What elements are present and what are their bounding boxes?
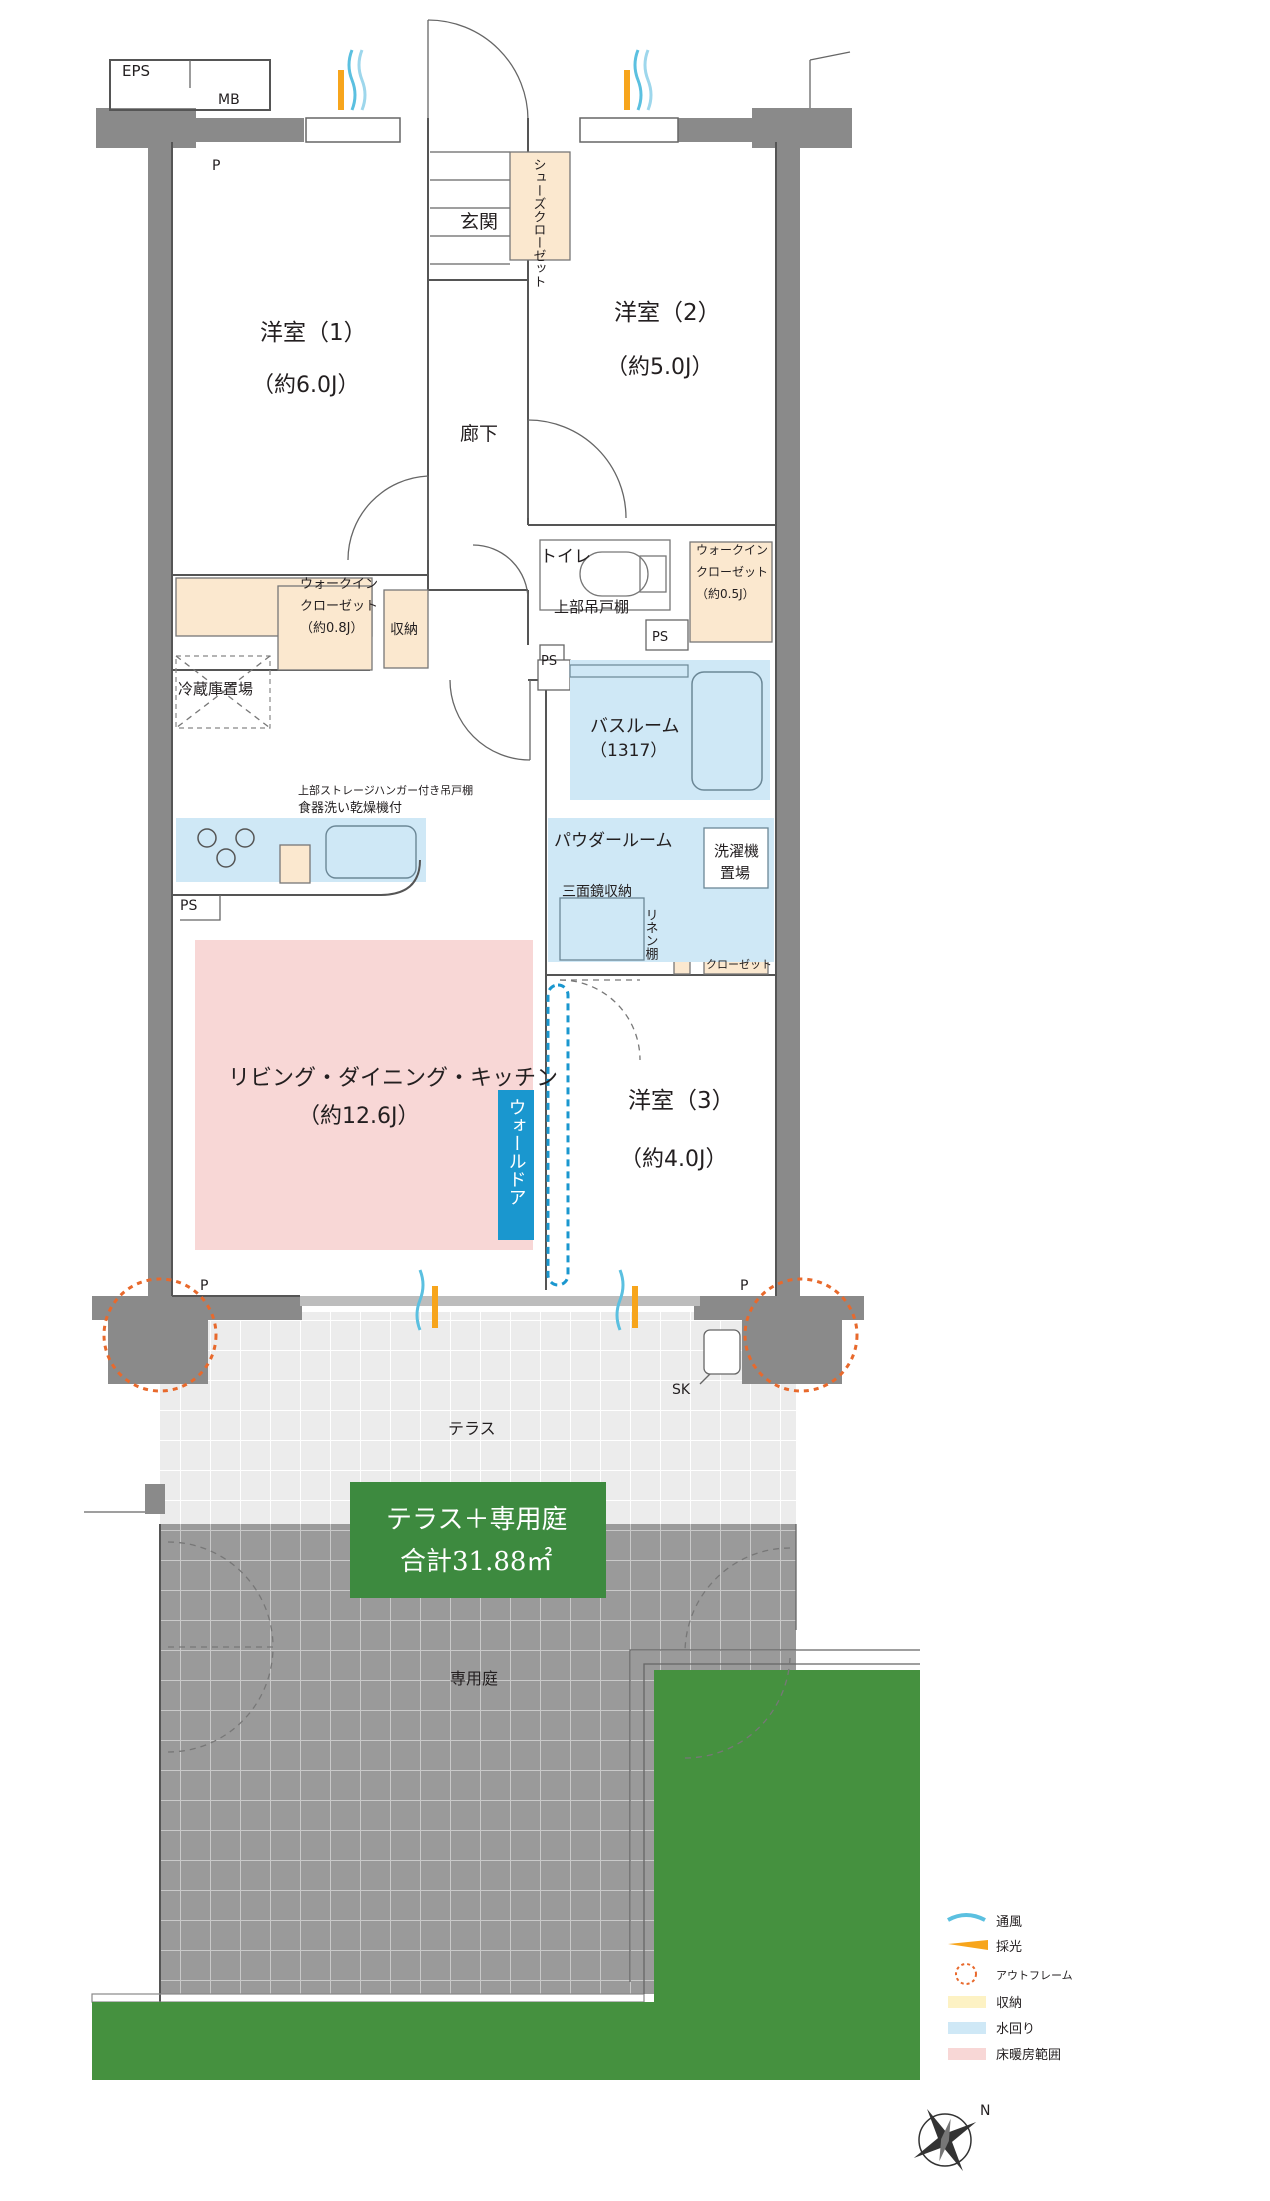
walk-in-closet-2	[689, 541, 773, 643]
wic1-line3: （約0.8J）	[300, 621, 364, 636]
ventilation-arrow-top-right	[624, 49, 653, 111]
legend-water: 水回り	[996, 2022, 1035, 2037]
p-marker: P	[212, 158, 220, 174]
kitchen-note2: 食器洗い乾燥機付	[298, 800, 402, 816]
washer-line2: 置場	[720, 864, 750, 882]
water-swatch	[948, 2022, 986, 2034]
daylight-icon	[948, 1940, 988, 1950]
washer-space	[703, 827, 769, 889]
western2-size: （約5.0J）	[606, 355, 713, 380]
legend-daylight: 採光	[996, 1940, 1022, 1955]
linen-label: リネン棚	[643, 908, 659, 960]
storage-closet	[383, 589, 429, 669]
corridor-label: 廊下	[460, 423, 498, 445]
legend-storage: 収納	[996, 1996, 1022, 2011]
outframe-right	[743, 1277, 859, 1393]
bathroom-area	[570, 660, 770, 800]
upper-cabinet-label: 上部吊戸棚	[554, 598, 629, 616]
ps-marker-toilet: PS	[652, 630, 668, 645]
ventilation-icon	[947, 1913, 986, 1922]
wic2-line3: （約0.5J）	[696, 586, 755, 601]
wall-door-label: ウォールドア	[506, 1098, 527, 1206]
legend	[947, 1913, 988, 2060]
ldk-floor-heating	[195, 940, 533, 1250]
powder-room-label: パウダールーム	[554, 831, 673, 851]
ventilation-arrow-top-left	[338, 49, 367, 111]
ventilation-arrow-bottom-right	[615, 1269, 638, 1331]
p-marker-room3: P	[740, 1278, 748, 1294]
garden-edge	[91, 1993, 645, 2003]
mb-label: MB	[218, 92, 240, 108]
left-wall	[148, 140, 172, 1296]
toilet-label: トイレ	[540, 547, 591, 567]
area-badge-line1: テラス＋専用庭	[386, 1505, 567, 1535]
western3-name: 洋室（3）	[628, 1088, 735, 1114]
bathroom-name: バスルーム	[590, 716, 679, 737]
floor-heating-swatch	[948, 2048, 986, 2060]
sk-marker: SK	[672, 1382, 691, 1398]
shoe-closet-label: シューズクローゼット	[531, 158, 547, 288]
western1-size: （約6.0J）	[252, 373, 359, 398]
storage-swatch	[948, 1996, 986, 2008]
legend-floor-heating: 床暖房範囲	[996, 2047, 1061, 2063]
bathroom-size: （1317）	[590, 741, 667, 761]
ps-marker-hall: PS	[541, 654, 557, 669]
closet-label: クローゼット	[706, 958, 772, 971]
eps-label: EPS	[122, 62, 150, 80]
storage-label: 収納	[390, 622, 418, 638]
p-marker-ldk: P	[200, 1278, 208, 1294]
wall-door-outline	[546, 983, 570, 1287]
kitchen-note1: 上部ストレージハンガー付き吊戸棚	[298, 783, 473, 797]
wic1-line1: ウォークイン	[300, 577, 378, 592]
area-badge	[350, 1482, 606, 1598]
mirror-label: 三面鏡収納	[562, 884, 632, 900]
western1-name: 洋室（1）	[260, 320, 367, 346]
western2-name: 洋室（2）	[614, 300, 721, 326]
terrace-label: テラス	[448, 1419, 496, 1438]
outframe-icon	[955, 1963, 977, 1985]
lawn-area	[92, 1670, 920, 2080]
western3-size: （約4.0J）	[620, 1147, 727, 1172]
fridge-label: 冷蔵庫置場	[178, 680, 253, 698]
sk-sink	[703, 1329, 741, 1375]
garden-label: 専用庭	[450, 1669, 498, 1688]
fridge-space	[175, 655, 271, 729]
wic2-line2: クローゼット	[696, 565, 768, 579]
wall-door-tag	[498, 1090, 534, 1240]
shoe-closet	[509, 151, 571, 261]
legend-ventilation: 通風	[996, 1915, 1022, 1930]
wic2-line1: ウォークイン	[696, 543, 768, 557]
area-badge-line2: 合計31.88㎡	[400, 1547, 552, 1577]
lawn-border	[629, 1649, 920, 1982]
washer-line1: 洗濯機	[714, 842, 759, 860]
compass	[913, 2108, 977, 2172]
garden-post	[145, 1484, 165, 1514]
ldk-name: リビング・ダイニング・キッチン	[228, 1066, 558, 1091]
ldk-size: （約12.6J）	[298, 1104, 419, 1129]
legend-outframe: アウトフレーム	[996, 1969, 1073, 1982]
compass-north-label: N	[980, 2103, 990, 2119]
right-wall	[776, 140, 800, 1296]
ventilation-arrow-bottom-left	[415, 1269, 438, 1331]
wic1-line2: クローゼット	[300, 599, 378, 614]
ps-marker-kitchen: PS	[180, 898, 197, 914]
genkan-label: 玄関	[460, 211, 498, 233]
outframe-left	[102, 1277, 218, 1393]
